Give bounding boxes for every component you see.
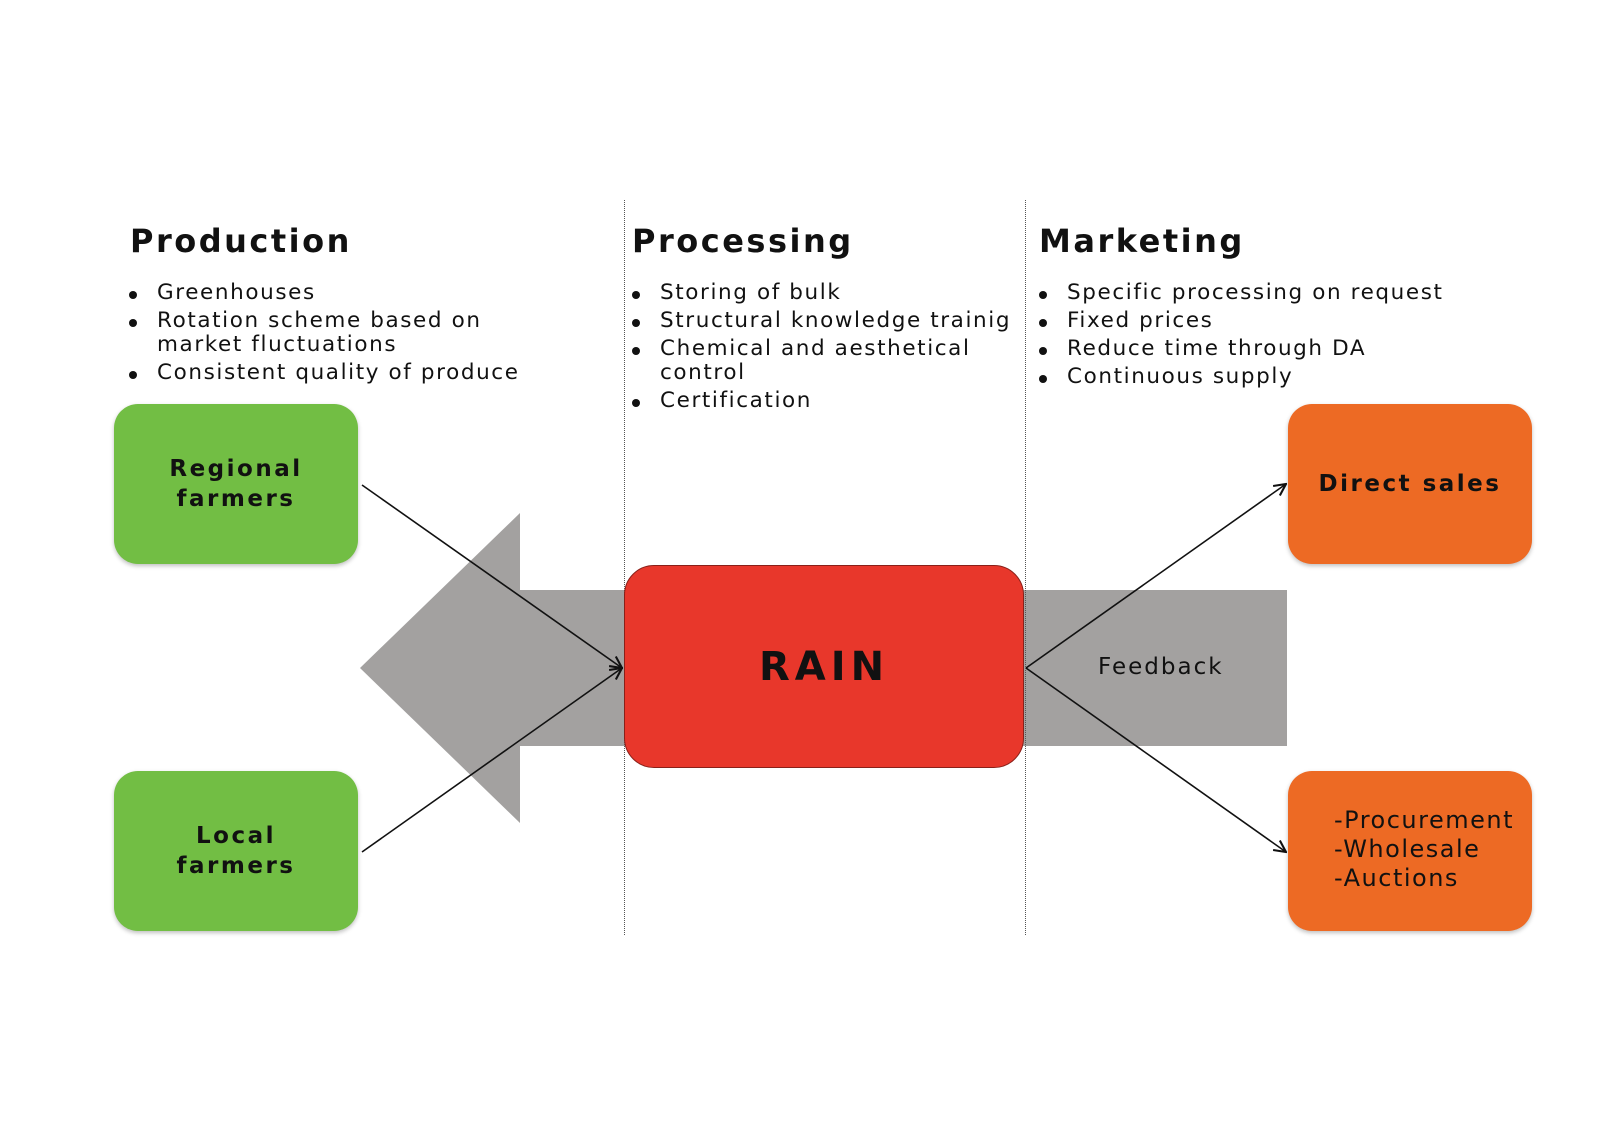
- divider-left: [624, 200, 625, 935]
- processing-bullet: Storing of bulk: [632, 281, 1032, 305]
- processing-bullets: Storing of bulk Structural knowledge tra…: [632, 281, 1032, 417]
- marketing-bullet: Fixed prices: [1039, 309, 1459, 333]
- marketing-bullet: Continuous supply: [1039, 365, 1459, 389]
- channels-list: -Procurement -Wholesale -Auctions: [1334, 806, 1514, 893]
- processing-bullet: Chemical and aesthetical control: [632, 337, 1032, 385]
- production-title: Production: [130, 222, 352, 260]
- production-bullets: Greenhouses Rotation scheme based on mar…: [129, 281, 549, 389]
- rain-label: RAIN: [758, 643, 890, 690]
- processing-bullet: Certification: [632, 389, 1032, 413]
- flow-rain-to-channels: [1025, 667, 1286, 852]
- production-bullet: Consistent quality of produce: [129, 361, 549, 385]
- flow-regional-to-rain: [361, 484, 622, 668]
- marketing-bullet: Reduce time through DA: [1039, 337, 1459, 361]
- marketing-title: Marketing: [1039, 222, 1245, 260]
- flow-rain-to-direct-sales: [1025, 484, 1286, 669]
- local-farmers-label: Local farmers: [176, 823, 296, 879]
- marketing-bullet: Specific processing on request: [1039, 281, 1459, 305]
- channel-item: -Procurement: [1334, 806, 1515, 834]
- channels-node: [1288, 771, 1532, 931]
- marketing-bullets: Specific processing on request Fixed pri…: [1039, 281, 1459, 393]
- channel-item: -Auctions: [1334, 864, 1459, 892]
- direct-sales-label: Direct sales: [1318, 471, 1502, 497]
- divider-right: [1025, 200, 1026, 935]
- production-bullet: Greenhouses: [129, 281, 549, 305]
- regional-farmers-node: Regional farmers: [114, 404, 358, 564]
- feedback-label: Feedback: [1098, 654, 1224, 680]
- flow-local-to-rain: [361, 668, 622, 853]
- local-farmers-node: Local farmers: [114, 771, 358, 931]
- production-bullet: Rotation scheme based on market fluctuat…: [129, 309, 549, 357]
- rain-node: RAIN: [624, 565, 1024, 768]
- channel-item: -Wholesale: [1334, 835, 1481, 863]
- processing-bullet: Structural knowledge trainig: [632, 309, 1032, 333]
- regional-farmers-label: Regional farmers: [169, 456, 303, 512]
- processing-title: Processing: [632, 222, 854, 260]
- direct-sales-node: Direct sales: [1288, 404, 1532, 564]
